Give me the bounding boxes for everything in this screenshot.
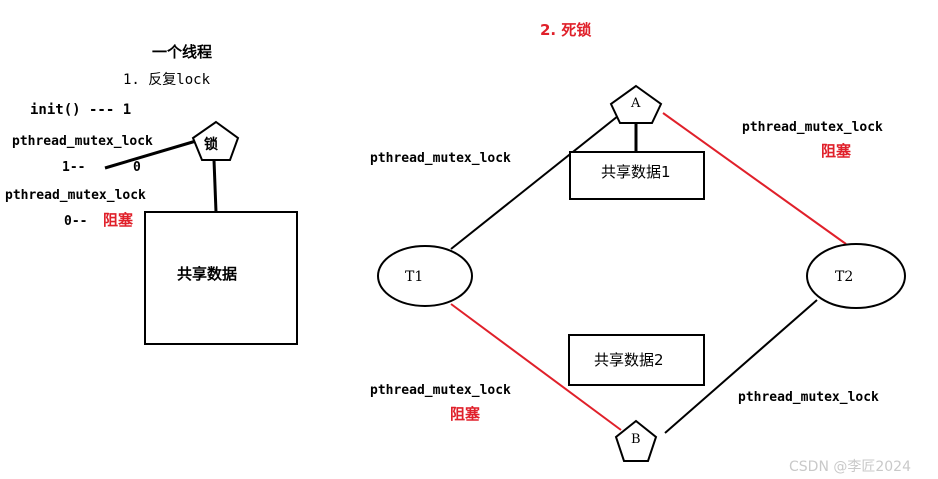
count1-a: 1-- xyxy=(62,160,86,175)
shared-data2-label: 共享数据2 xyxy=(594,351,664,369)
thread-to-lock-line xyxy=(104,139,197,170)
count2: 0-- xyxy=(64,214,88,229)
t1-to-a-line xyxy=(450,115,619,250)
lock-a-label: A xyxy=(631,96,641,111)
lock-b-shape xyxy=(614,419,658,462)
t2-lock-a-blocked: 阻塞 xyxy=(821,142,852,160)
shared-data-box xyxy=(144,211,298,345)
t2-to-b-line xyxy=(664,299,818,434)
right-title: 2. 死锁 xyxy=(540,21,592,39)
thread-t2-ellipse xyxy=(806,243,906,309)
count1-b: 0 xyxy=(133,160,141,175)
watermark: CSDN @李匠2024 xyxy=(789,459,911,475)
left-blocked-label: 阻塞 xyxy=(103,211,134,229)
left-title: 一个线程 xyxy=(152,43,213,61)
t2-lock-b-label: pthread_mutex_lock xyxy=(738,390,879,405)
t1-lock-a-label: pthread_mutex_lock xyxy=(370,151,511,166)
init-line: init() --- 1 xyxy=(30,102,132,118)
t2-lock-a-label: pthread_mutex_lock xyxy=(742,120,883,135)
lock2-label: pthread_mutex_lock xyxy=(5,188,146,203)
thread-t1-ellipse xyxy=(377,245,473,307)
t2-to-a-line-blocked xyxy=(662,112,847,245)
t1-to-b-line-blocked xyxy=(450,303,622,431)
lock-pentagon-shape xyxy=(191,120,240,161)
lock-to-data-line xyxy=(212,159,218,213)
left-subtitle: 1. 反复lock xyxy=(123,72,211,88)
t1-lock-b-label: pthread_mutex_lock xyxy=(370,383,511,398)
t1-lock-b-blocked: 阻塞 xyxy=(450,405,481,423)
thread-t2-label: T2 xyxy=(835,269,854,285)
shared-data1-label: 共享数据1 xyxy=(601,163,671,181)
lock-b-label: B xyxy=(631,432,641,447)
lock1-label: pthread_mutex_lock xyxy=(12,134,153,149)
lock-node-label: 锁 xyxy=(204,137,218,153)
shared-data2-box xyxy=(568,334,705,386)
shared-data-label: 共享数据 xyxy=(177,265,238,283)
lock-a-shape xyxy=(609,84,663,124)
shared-data1-box xyxy=(569,151,705,200)
thread-t1-label: T1 xyxy=(405,269,424,285)
